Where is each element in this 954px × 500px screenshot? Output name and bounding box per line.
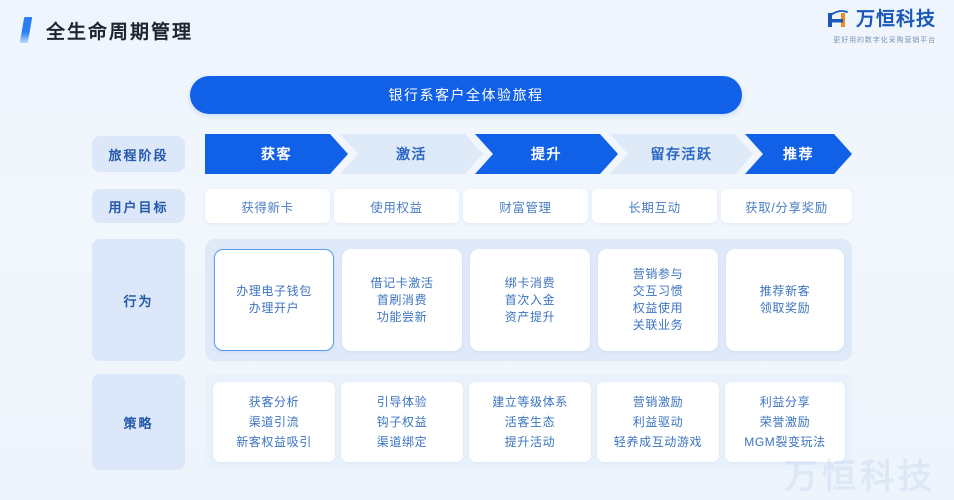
behavior-card-1-line-1: 首刷消费 — [376, 292, 428, 307]
behavior-card-0[interactable]: 办理电子钱包 办理开户 — [214, 249, 334, 351]
stage-item-0[interactable]: 获客 — [205, 134, 348, 174]
stage-item-4[interactable]: 推荐 — [745, 134, 852, 174]
strategy-card-3-lines: 营销激励 利益驱动 轻养成互动游戏 — [614, 392, 702, 452]
journey-banner: 银行系客户全体验旅程 — [190, 76, 742, 114]
page-title: 全生命周期管理 — [46, 21, 194, 43]
behavior-card-3-line-3: 关联业务 — [632, 318, 684, 332]
strategy-card-0[interactable]: 获客分析 渠道引流 新客权益吸引 — [213, 382, 335, 462]
stage-item-2-label: 提升 — [531, 146, 562, 162]
goal-card-2-label: 财富管理 — [499, 200, 552, 215]
strategy-card-4[interactable]: 利益分享 荣誉激励 MGM裂变玩法 — [725, 382, 845, 462]
slide-header: 全生命周期管理 — [0, 0, 954, 60]
strategy-card-4-line-1: 荣誉激励 — [759, 415, 811, 429]
goal-card-1[interactable]: 使用权益 — [334, 189, 459, 223]
stage-arrow-row: 获客 激活 提升 留存活跃 推荐 — [205, 134, 852, 174]
behavior-card-4-line-0: 推荐新客 — [759, 284, 811, 298]
behavior-card-2-line-0: 绑卡消费 — [504, 275, 556, 290]
behavior-card-4-lines: 推荐新客 领取奖励 — [760, 283, 810, 317]
goal-card-3[interactable]: 长期互动 — [592, 189, 717, 223]
behavior-card-3-line-2: 权益使用 — [632, 301, 684, 315]
strategy-card-4-lines: 利益分享 荣誉激励 MGM裂变玩法 — [744, 392, 826, 452]
behavior-card-3-line-1: 交互习惯 — [632, 284, 684, 298]
strategy-card-2-lines: 建立等级体系 活客生态 提升活动 — [492, 392, 568, 452]
strategy-card-0-lines: 获客分析 渠道引流 新客权益吸引 — [236, 392, 312, 452]
brand-logo: 万恒科技 更好用的数字化采购营销平台 — [790, 8, 936, 45]
strategy-band: 获客分析 渠道引流 新客权益吸引 引导体验 钩子权益 渠道绑定 建立等级体系 活… — [205, 374, 852, 470]
goal-card-2[interactable]: 财富管理 — [463, 189, 588, 223]
behavior-card-1-line-2: 功能尝新 — [376, 309, 428, 324]
stage-item-3[interactable]: 留存活跃 — [610, 134, 753, 174]
strategy-card-3-line-0: 营销激励 — [632, 395, 684, 409]
goal-card-4-label: 获取/分享奖励 — [745, 200, 828, 215]
behavior-card-2-line-2: 资产提升 — [504, 309, 556, 324]
behavior-band: 办理电子钱包 办理开户 借记卡激活 首刷消费 功能尝新 绑卡消费 首次入金 资产… — [205, 239, 852, 361]
strategy-card-0-line-2: 新客权益吸引 — [236, 435, 312, 449]
strategy-card-2-line-1: 活客生态 — [504, 415, 556, 429]
behavior-card-3-line-0: 营销参与 — [632, 267, 684, 281]
brand-name: 万恒科技 — [855, 9, 936, 30]
behavior-card-2[interactable]: 绑卡消费 首次入金 资产提升 — [470, 249, 590, 351]
goal-card-1-label: 使用权益 — [370, 200, 423, 215]
strategy-card-0-line-1: 渠道引流 — [248, 415, 300, 429]
stage-item-1[interactable]: 激活 — [340, 134, 483, 174]
behavior-card-0-line-0: 办理电子钱包 — [236, 284, 312, 298]
behavior-card-1[interactable]: 借记卡激活 首刷消费 功能尝新 — [342, 249, 462, 351]
brand-logo-row: 万恒科技 — [790, 8, 936, 32]
title-accent-bar-icon — [19, 17, 33, 43]
behavior-card-3[interactable]: 营销参与 交互习惯 权益使用 关联业务 — [598, 249, 718, 351]
strategy-card-3[interactable]: 营销激励 利益驱动 轻养成互动游戏 — [597, 382, 719, 462]
strategy-card-1-lines: 引导体验 钩子权益 渠道绑定 — [377, 392, 427, 452]
row-label-behavior: 行为 — [92, 239, 185, 361]
h-monogram-icon — [825, 9, 851, 31]
strategy-card-2-line-0: 建立等级体系 — [492, 395, 568, 409]
row-label-strategy: 策略 — [92, 374, 185, 470]
goal-card-0-label: 获得新卡 — [241, 200, 294, 215]
strategy-card-3-line-2: 轻养成互动游戏 — [613, 435, 703, 449]
goal-card-3-label: 长期互动 — [628, 200, 681, 215]
goal-row: 获得新卡 使用权益 财富管理 长期互动 获取/分享奖励 — [205, 189, 852, 223]
row-label-stage-text: 旅程阶段 — [108, 147, 169, 163]
strategy-card-1[interactable]: 引导体验 钩子权益 渠道绑定 — [341, 382, 463, 462]
strategy-card-0-line-0: 获客分析 — [248, 395, 300, 409]
row-label-goal: 用户目标 — [92, 189, 185, 223]
row-label-behavior-text: 行为 — [123, 293, 154, 309]
behavior-card-0-line-1: 办理开户 — [248, 301, 300, 315]
goal-card-0[interactable]: 获得新卡 — [205, 189, 330, 223]
stage-item-4-label: 推荐 — [783, 146, 814, 162]
behavior-card-2-line-1: 首次入金 — [504, 292, 556, 307]
strategy-card-3-line-1: 利益驱动 — [632, 415, 684, 429]
brand-tagline: 更好用的数字化采购营销平台 — [833, 37, 936, 44]
strategy-card-1-line-2: 渠道绑定 — [376, 435, 428, 449]
journey-banner-title: 银行系客户全体验旅程 — [388, 87, 544, 103]
strategy-card-2[interactable]: 建立等级体系 活客生态 提升活动 — [469, 382, 591, 462]
behavior-card-3-lines: 营销参与 交互习惯 权益使用 关联业务 — [633, 266, 683, 334]
strategy-card-4-line-0: 利益分享 — [759, 395, 811, 409]
stage-item-2[interactable]: 提升 — [475, 134, 618, 174]
behavior-card-4[interactable]: 推荐新客 领取奖励 — [726, 249, 844, 351]
row-label-stage: 旅程阶段 — [92, 136, 185, 172]
stage-item-0-label: 获客 — [261, 146, 292, 162]
strategy-card-1-line-1: 钩子权益 — [376, 415, 428, 429]
goal-card-4[interactable]: 获取/分享奖励 — [721, 189, 852, 223]
behavior-card-1-line-0: 借记卡激活 — [370, 275, 434, 290]
behavior-card-0-lines: 办理电子钱包 办理开户 — [236, 283, 312, 317]
behavior-card-1-lines: 借记卡激活 首刷消费 功能尝新 — [370, 275, 433, 326]
behavior-card-4-line-1: 领取奖励 — [759, 301, 811, 315]
row-label-strategy-text: 策略 — [123, 415, 154, 431]
strategy-card-4-line-2: MGM裂变玩法 — [744, 435, 826, 449]
stage-item-3-label: 留存活跃 — [650, 146, 713, 162]
strategy-card-1-line-0: 引导体验 — [376, 395, 428, 409]
row-label-goal-text: 用户目标 — [108, 199, 169, 215]
behavior-card-2-lines: 绑卡消费 首次入金 资产提升 — [505, 275, 555, 326]
stage-item-1-label: 激活 — [396, 146, 427, 162]
strategy-card-2-line-2: 提升活动 — [504, 435, 556, 449]
